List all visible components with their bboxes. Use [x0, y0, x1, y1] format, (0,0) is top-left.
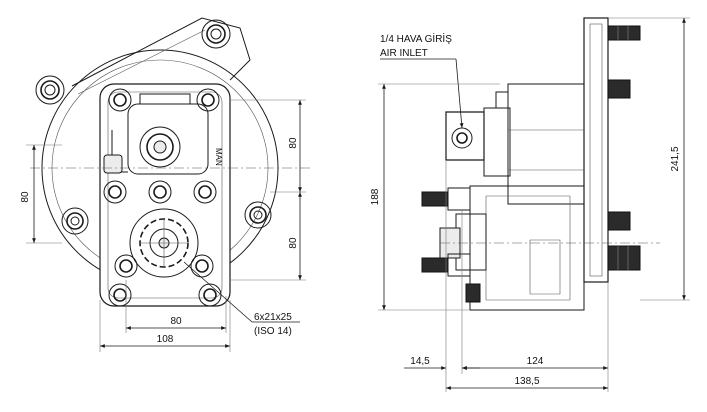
- block-bolt-low-left: [114, 254, 138, 278]
- spline-label-line1: 6x21x25: [254, 312, 292, 323]
- air-inlet-label-en: AIR INLET: [380, 48, 428, 59]
- dim-bottom-80: 80: [125, 280, 227, 333]
- air-inlet-label-tr: 1/4 HAVA GİRİŞ: [380, 32, 452, 45]
- block-bolt-mid-right: [193, 180, 217, 204]
- mounting-flange: [583, 17, 609, 283]
- block-bolt-mid-left: [103, 180, 127, 204]
- side-bolt-bottom: [465, 283, 481, 303]
- dim-bottom-108-label: 108: [157, 334, 174, 345]
- dim-left-80: 80: [20, 144, 62, 244]
- spline-label-line2: (ISO 14): [254, 326, 292, 337]
- dim-241-5: 241,5: [608, 17, 690, 301]
- block-bolt-low-right: [190, 254, 214, 278]
- dim-14-5-label: 14,5: [410, 356, 430, 367]
- spline-callout: 6x21x25 (ISO 14): [183, 261, 300, 337]
- side-bolt-lower: [421, 253, 471, 277]
- dim-124: 124: [462, 282, 609, 392]
- dim-138-5-label: 138,5: [514, 376, 539, 387]
- valve-section: [103, 93, 209, 175]
- dim-14-5: 14,5: [404, 160, 480, 374]
- flange-stud-upper: [607, 79, 631, 99]
- flange-bolt-top-right: [201, 19, 231, 49]
- flange-stud-lower: [607, 211, 631, 231]
- air-inlet-callout: 1/4 HAVA GİRİŞ AIR INLET: [380, 32, 464, 129]
- dim-bottom-80-label: 80: [170, 316, 182, 327]
- part-mark: MAN: [214, 148, 223, 166]
- dim-left-80-label: 80: [20, 191, 31, 203]
- flange-bolt-left-top: [35, 75, 65, 105]
- side-view: 1/4 HAVA GİRİŞ AIR INLET 188 241,5 14,5: [370, 17, 690, 392]
- front-view: MAN 80 80 80 80: [20, 17, 310, 352]
- dim-right-80-top: 80: [230, 99, 306, 193]
- flange-stud-top: [607, 25, 641, 41]
- dim-188: 188: [370, 83, 500, 311]
- dim-124-label: 124: [527, 356, 544, 367]
- side-bolt-upper: [421, 187, 471, 211]
- dim-right-80-bottom-label: 80: [288, 237, 299, 249]
- dim-bottom-108: 108: [99, 300, 231, 352]
- flange-stud-bottom: [607, 245, 641, 271]
- dim-188-label: 188: [370, 188, 381, 205]
- flange-bolt-left-bottom: [61, 207, 89, 235]
- dim-241-5-label: 241,5: [670, 146, 681, 171]
- block-bolt-mid-center: [148, 180, 172, 204]
- dim-right-80-top-label: 80: [288, 137, 299, 149]
- block-bolt-top-left: [108, 88, 132, 112]
- splined-output-shaft: [129, 208, 199, 278]
- dim-right-80-bottom: 80: [230, 192, 306, 281]
- dim-138-5: 138,5: [445, 374, 608, 392]
- flange-bolt-right-bottom: [244, 201, 272, 229]
- block-bolt-top-right: [196, 88, 220, 112]
